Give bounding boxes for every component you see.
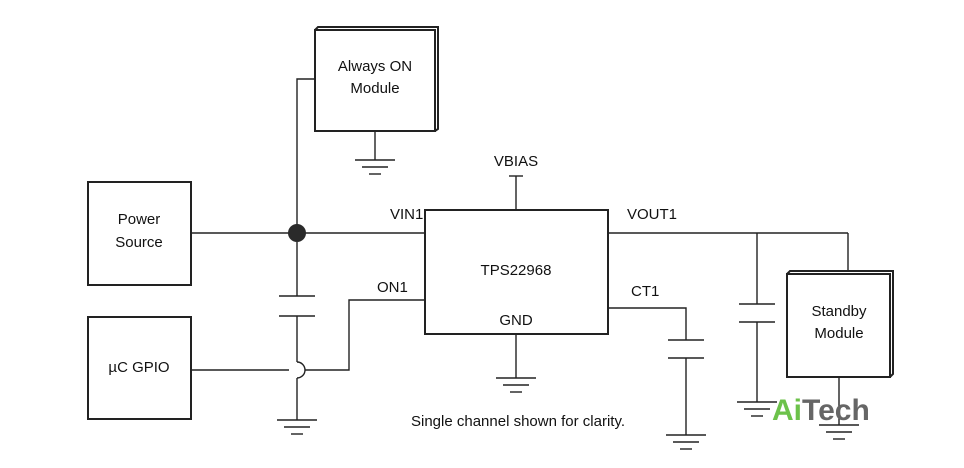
ground-symbol-standby	[819, 424, 859, 440]
pin-on1-label: ON1	[377, 279, 408, 296]
power-source-label-line2: Source	[115, 234, 163, 251]
ground-symbol-input-cap	[277, 419, 317, 435]
always-on-label-line1: Always ON	[338, 58, 412, 75]
always-on-label-line2: Module	[350, 80, 399, 97]
standby-module: Standby Module	[786, 270, 894, 378]
ground-symbol-ct-cap	[666, 434, 706, 450]
ground-symbol-always-on	[355, 159, 395, 175]
pin-gnd-label: GND	[499, 312, 533, 329]
pin-vbias-label: VBIAS	[494, 153, 538, 170]
load-switch-label: TPS22968	[481, 262, 552, 279]
standby-label-line1: Standby	[811, 303, 867, 320]
logo-part-ai: Ai	[772, 394, 802, 427]
power-source-label-line1: Power	[118, 211, 161, 228]
power-source-block: Power Source	[87, 181, 192, 286]
load-switch-ic: TPS22968 GND	[424, 209, 609, 335]
pin-vout1-label: VOUT1	[627, 206, 677, 223]
footnote: Single channel shown for clarity.	[411, 413, 625, 430]
pin-ct1-label: CT1	[631, 283, 659, 300]
uc-gpio-block: µC GPIO	[87, 316, 192, 420]
logo-part-tech: Tech	[802, 394, 870, 427]
svg-text:AiTech: AiTech	[772, 394, 870, 427]
aitech-logo: AiTech	[772, 394, 870, 427]
ground-symbol-ic	[496, 377, 536, 393]
input-capacitor	[279, 295, 315, 317]
ground-symbol-output-cap	[737, 401, 777, 417]
uc-gpio-label: µC GPIO	[108, 359, 169, 376]
ct-capacitor	[668, 339, 704, 359]
always-on-module: Always ON Module	[314, 26, 439, 132]
pin-vin1-label: VIN1	[390, 206, 423, 223]
standby-label-line2: Module	[814, 325, 863, 342]
output-capacitor	[739, 303, 775, 323]
junction-dot	[288, 224, 306, 242]
